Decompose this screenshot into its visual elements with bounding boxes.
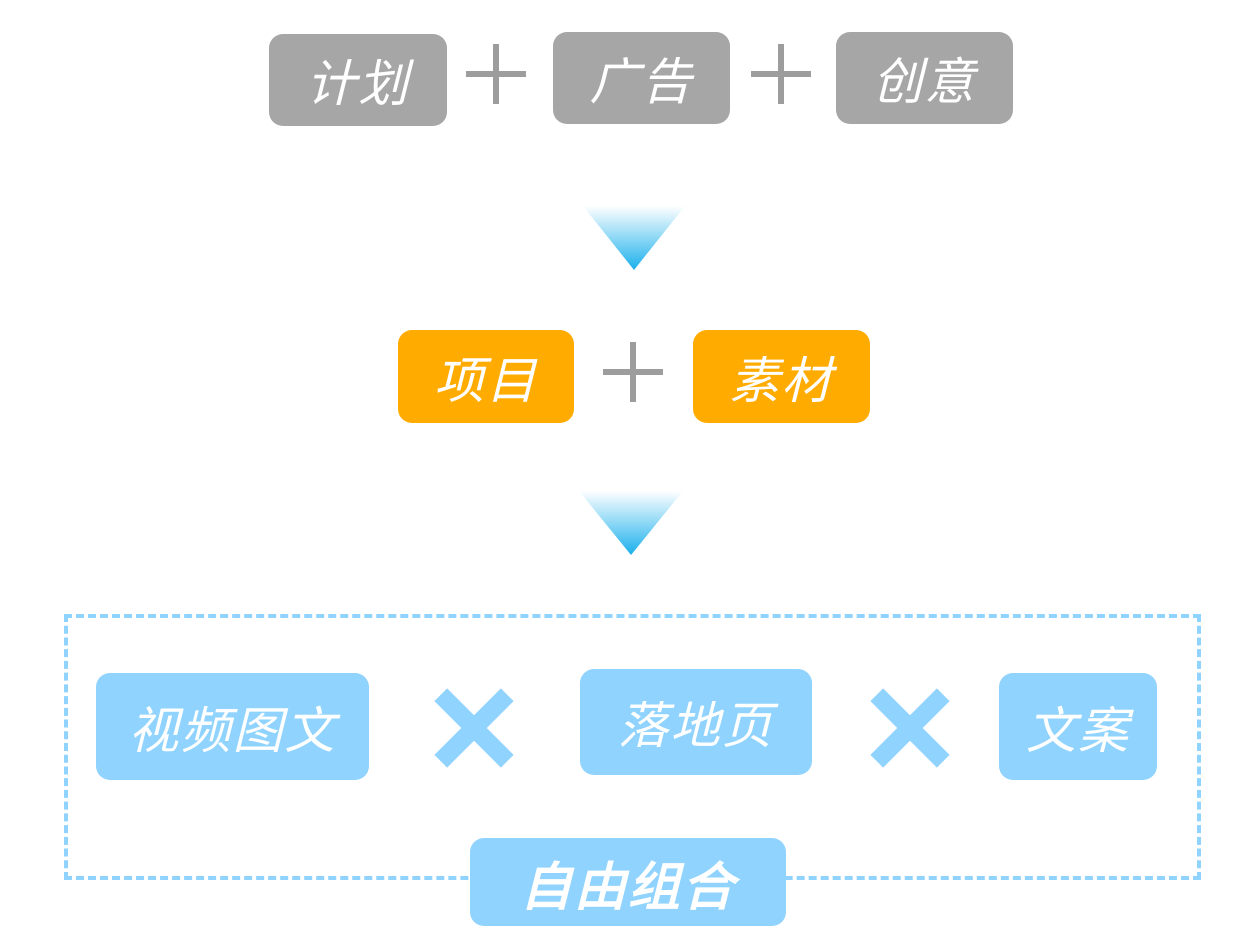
project-box: 项目 bbox=[398, 330, 574, 423]
multiply-icon bbox=[435, 689, 513, 767]
ad-label: 广告 bbox=[589, 53, 694, 111]
plus-icon bbox=[603, 342, 663, 402]
down-arrow-icon bbox=[583, 206, 685, 270]
plan-box: 计划 bbox=[269, 34, 447, 126]
material-label: 素材 bbox=[729, 351, 834, 410]
landing-page-label: 落地页 bbox=[618, 697, 774, 755]
creative-box: 创意 bbox=[836, 32, 1013, 124]
copywriting-box: 文案 bbox=[999, 673, 1157, 780]
landing-page-box: 落地页 bbox=[580, 669, 812, 775]
video-image-text-box: 视频图文 bbox=[96, 673, 369, 780]
copywriting-label: 文案 bbox=[1026, 701, 1130, 760]
material-box: 素材 bbox=[693, 330, 870, 423]
plus-icon bbox=[751, 44, 811, 104]
ad-box: 广告 bbox=[553, 32, 730, 124]
free-combination-label: 自由组合 bbox=[470, 838, 786, 926]
creative-label: 创意 bbox=[872, 53, 977, 111]
video-image-text-label: 视频图文 bbox=[128, 701, 337, 760]
multiply-icon bbox=[871, 689, 949, 767]
down-arrow-icon bbox=[579, 491, 683, 555]
plan-label: 计划 bbox=[306, 55, 410, 113]
plus-icon bbox=[466, 44, 526, 104]
free-combination-text: 自由组合 bbox=[519, 857, 736, 918]
project-label: 项目 bbox=[434, 351, 538, 410]
